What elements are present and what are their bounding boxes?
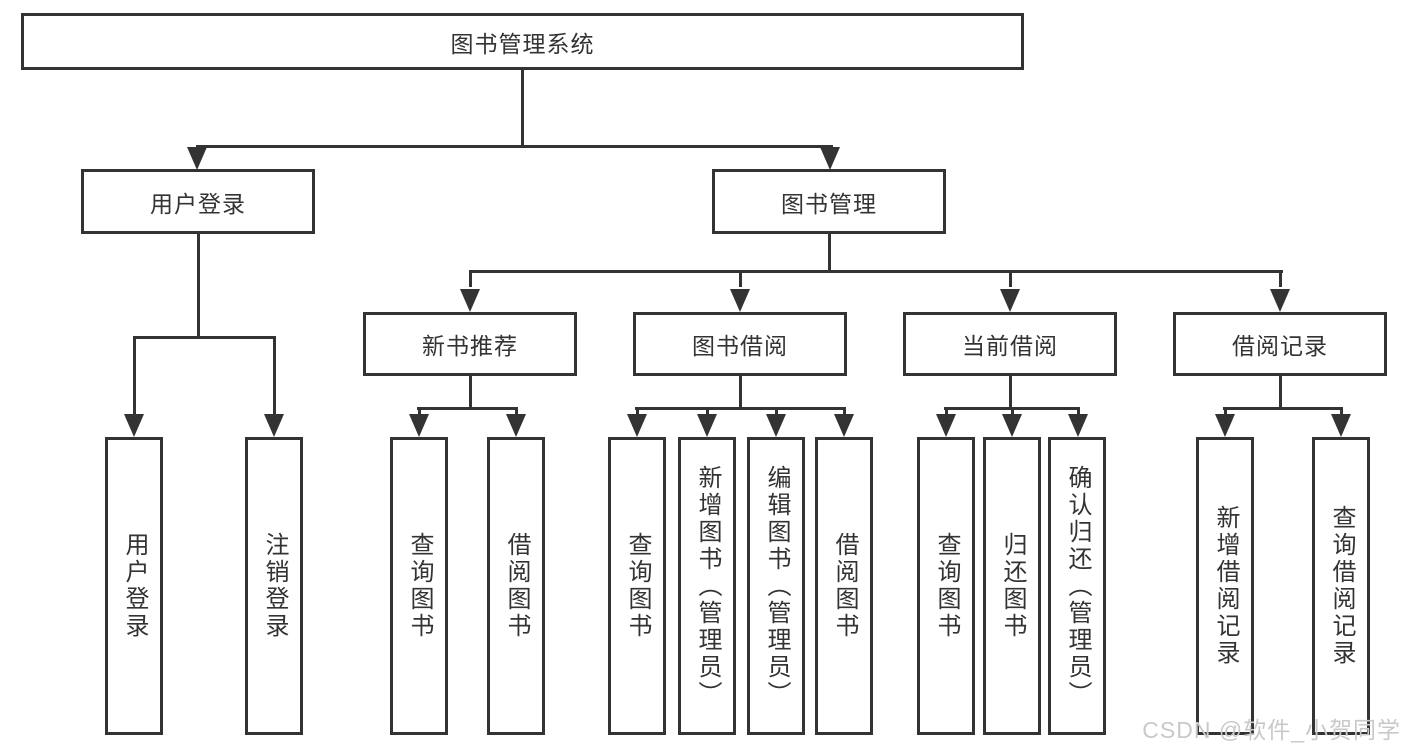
leaf-user-login-label: 用户登录 [121,532,148,640]
connector-line [635,407,846,410]
arrow-down-icon [1002,414,1022,437]
arrow-down-icon [506,414,526,437]
leaf-query-books-current-label: 查询图书 [933,532,960,640]
leaf-query-books-borrow-label: 查询图书 [624,532,651,640]
connector-line [944,407,1080,410]
leaf-confirm-return-admin-label: 确认归还（管理员） [1064,464,1091,708]
arrow-down-icon [936,414,956,437]
leaf-confirm-return-admin: 确认归还（管理员） [1048,437,1106,735]
connector-line [1077,410,1080,416]
connector-line [739,376,742,410]
connector-line [273,339,276,416]
leaf-borrow-books-label: 借阅图书 [831,532,858,640]
connector-line [133,339,136,416]
node-current-borrow-label: 当前借阅 [962,333,1058,359]
leaf-add-borrow-record-label: 新增借阅记录 [1212,505,1239,667]
node-borrow-records-label: 借阅记录 [1232,333,1328,359]
node-book-management-label: 图书管理 [781,190,877,217]
node-new-book-recommend: 新书推荐 [363,312,577,376]
leaf-edit-books-admin-label: 编辑图书（管理员） [763,464,790,708]
node-root: 图书管理系统 [21,13,1024,70]
arrow-down-icon [1331,414,1351,437]
arrow-down-icon [697,414,717,437]
connector-line [197,234,200,338]
arrow-down-icon [820,147,840,170]
node-new-book-recommend-label: 新书推荐 [422,333,518,359]
leaf-query-books-recommend: 查询图书 [390,437,448,735]
arrow-down-icon [1000,289,1020,312]
arrow-down-icon [766,414,786,437]
connector-line [775,410,778,416]
arrow-down-icon [1215,414,1235,437]
connector-line [1224,410,1227,416]
connector-line [1223,407,1343,410]
connector-line [1011,410,1014,416]
leaf-query-borrow-record-label: 查询借阅记录 [1328,505,1355,667]
connector-line [469,270,1283,273]
connector-line [1279,376,1282,410]
leaf-return-books: 归还图书 [983,437,1041,735]
arrow-down-icon [409,414,429,437]
connector-line [133,336,276,339]
leaf-borrow-books-recommend-label: 借阅图书 [503,532,530,640]
leaf-add-borrow-record: 新增借阅记录 [1196,437,1254,735]
connector-line [706,410,709,416]
connector-line [196,145,833,148]
leaf-edit-books-admin: 编辑图书（管理员） [747,437,805,735]
connector-line [828,233,831,272]
node-borrow-records: 借阅记录 [1173,312,1387,376]
node-book-borrow-label: 图书借阅 [692,333,788,359]
connector-line [417,407,518,410]
connector-line [469,376,472,410]
leaf-query-books-current: 查询图书 [917,437,975,735]
arrow-down-icon [460,289,480,312]
connector-line [843,410,846,416]
leaf-logout: 注销登录 [245,437,303,735]
leaf-query-books-recommend-label: 查询图书 [406,532,433,640]
arrow-down-icon [1068,414,1088,437]
leaf-add-books-admin: 新增图书（管理员） [678,437,736,735]
connector-line [418,410,421,416]
leaf-logout-label: 注销登录 [261,532,288,640]
connector-line [1340,410,1343,416]
node-user-login-label: 用户登录 [150,190,246,217]
arrow-down-icon [124,414,144,437]
connector-line [1279,273,1282,287]
arrow-down-icon [834,414,854,437]
watermark: CSDN @软件_小贺同学 [1142,717,1401,743]
leaf-return-books-label: 归还图书 [999,532,1026,640]
node-book-management: 图书管理 [712,169,946,234]
arrow-down-icon [1270,289,1290,312]
connector-line [1009,273,1012,287]
arrow-down-icon [187,147,207,170]
node-book-borrow: 图书借阅 [633,312,847,376]
arrow-down-icon [264,414,284,437]
leaf-borrow-books-recommend: 借阅图书 [487,437,545,735]
node-user-login: 用户登录 [81,169,315,234]
leaf-borrow-books: 借阅图书 [815,437,873,735]
leaf-query-borrow-record: 查询借阅记录 [1312,437,1370,735]
connector-line [739,273,742,287]
arrow-down-icon [627,414,647,437]
connector-line [945,410,948,416]
connector-line [1009,376,1012,410]
connector-line [515,410,518,416]
connector-line [469,273,472,287]
node-current-borrow: 当前借阅 [903,312,1117,376]
leaf-user-login: 用户登录 [105,437,163,735]
node-root-label: 图书管理系统 [450,30,595,57]
connector-line [636,410,639,416]
leaf-query-books-borrow: 查询图书 [608,437,666,735]
leaf-add-books-admin-label: 新增图书（管理员） [694,464,721,708]
connector-line [521,70,524,147]
arrow-down-icon [730,289,750,312]
